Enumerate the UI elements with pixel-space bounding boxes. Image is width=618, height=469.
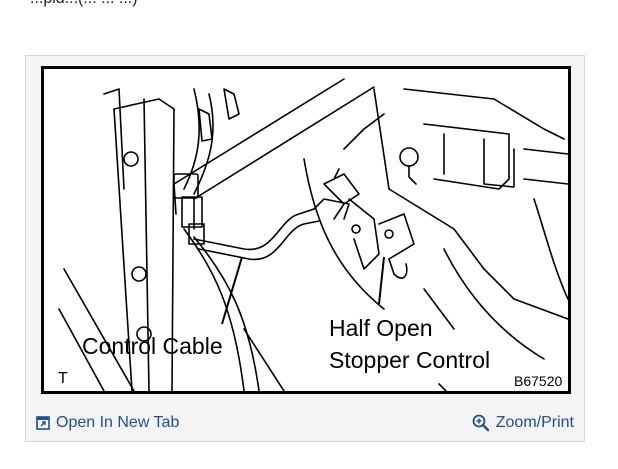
half-open-label: Half Open: [329, 315, 433, 341]
partial-top-text: ...pid...(... ... ...): [30, 0, 138, 8]
figure-footer: Open In New Tab Zoom/Print: [26, 408, 584, 438]
open-new-tab-label: Open In New Tab: [56, 414, 180, 431]
open-new-tab-icon: [36, 416, 50, 430]
zoom-in-icon: [472, 414, 490, 432]
stopper-control-label-text: Stopper Control: [329, 347, 491, 373]
zoom-print-link[interactable]: Zoom/Print: [472, 414, 574, 432]
figure-card: Control Cable Half Open Stopper Control …: [25, 55, 585, 442]
control-cable-label: Control Cable: [82, 333, 223, 359]
illustration-frame: Control Cable Half Open Stopper Control …: [41, 66, 571, 394]
open-new-tab-link[interactable]: Open In New Tab: [36, 414, 179, 432]
mechanical-illustration: [58, 78, 568, 391]
figure-code: B67520: [514, 373, 563, 389]
zoom-print-label: Zoom/Print: [495, 414, 574, 431]
corner-mark: T: [58, 370, 68, 387]
